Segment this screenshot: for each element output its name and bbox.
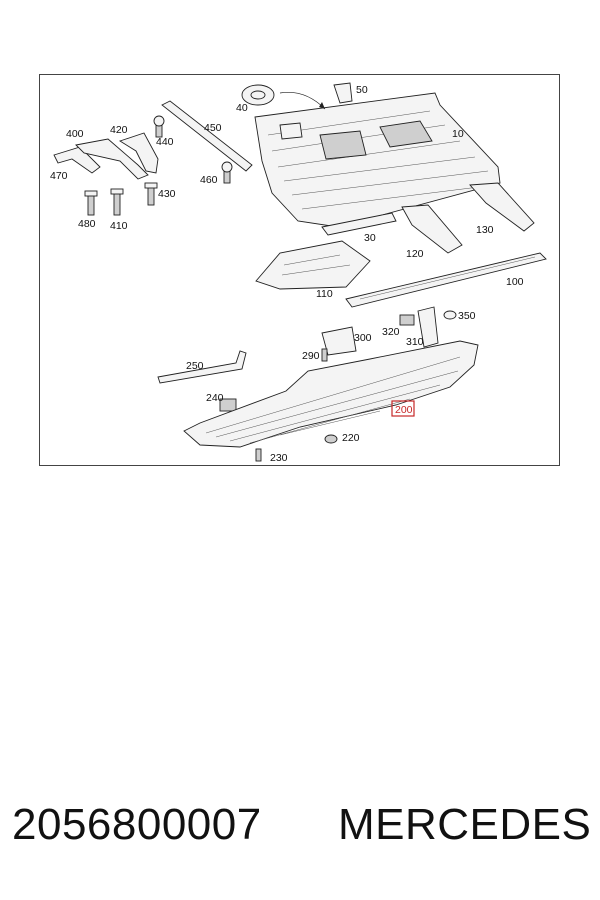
callout-40: 40: [236, 102, 248, 114]
callout-220: 220: [342, 432, 360, 444]
callout-130: 130: [476, 224, 494, 236]
clip-part-320: [399, 314, 415, 326]
product-footer: 2056800007 MERCEDES: [12, 800, 592, 860]
callout-470: 470: [50, 170, 68, 182]
brand-name: MERCEDES: [338, 800, 592, 849]
underbody-panel-part-200: [183, 340, 479, 448]
callout-300: 300: [354, 332, 372, 344]
callout-100: 100: [506, 276, 524, 288]
bracket-part-310: [417, 306, 439, 348]
callout-350: 350: [458, 310, 476, 322]
clip-part-50: [333, 82, 353, 104]
callout-120: 120: [406, 248, 424, 260]
callout-10: 10: [452, 128, 464, 140]
callout-250: 250: [186, 360, 204, 372]
highlight-box-200: [391, 400, 415, 417]
callout-440: 440: [156, 136, 174, 148]
callout-200: 200: [395, 404, 413, 416]
crossmember-part-110: [255, 240, 371, 290]
callout-460: 460: [200, 174, 218, 186]
floor-pan-part-10: [254, 92, 501, 228]
seal-ring-part-40: [241, 84, 275, 106]
callout-240: 240: [206, 392, 224, 404]
arrow-head: [319, 102, 325, 109]
callout-480: 480: [78, 218, 96, 230]
bolt-part-230: [255, 448, 262, 462]
callout-230: 230: [270, 452, 288, 464]
fastener-part-220: [324, 434, 338, 444]
bracket-part-120: [401, 204, 463, 254]
bracket-part-130: [469, 182, 535, 232]
bracket-part-300: [321, 326, 357, 356]
bolts-group: [84, 115, 233, 216]
callout-430: 430: [158, 188, 176, 200]
callout-30: 30: [364, 232, 376, 244]
bracket-part-420: [118, 132, 159, 174]
callout-420: 420: [110, 124, 128, 136]
callout-50: 50: [356, 84, 368, 96]
nut-part-350: [443, 310, 457, 320]
callout-400: 400: [66, 128, 84, 140]
strip-part-450: [161, 100, 253, 172]
rod-part-250: [157, 350, 247, 384]
callout-310: 310: [406, 336, 424, 348]
bolt-part-290: [321, 348, 328, 362]
callout-290: 290: [302, 350, 320, 362]
bracket-part-400: [75, 138, 149, 180]
arrow-40-to-floor: [279, 92, 326, 110]
clip-part-240: [219, 398, 237, 412]
callout-110: 110: [316, 288, 333, 300]
strip-part-30: [321, 212, 397, 236]
part-number: 2056800007: [12, 800, 262, 849]
callout-450: 450: [204, 122, 222, 134]
callout-410: 410: [110, 220, 128, 232]
callout-320: 320: [382, 326, 400, 338]
parts-diagram-frame: 10 30 40 50 100 110 120 130 200 220 230 …: [39, 74, 560, 466]
floor-pan-exploded-diagram: 10 30 40 50 100 110 120 130 200 220 230 …: [50, 82, 547, 464]
callout-labels: 10 30 40 50 100 110 120 130 200 220 230 …: [50, 84, 524, 464]
